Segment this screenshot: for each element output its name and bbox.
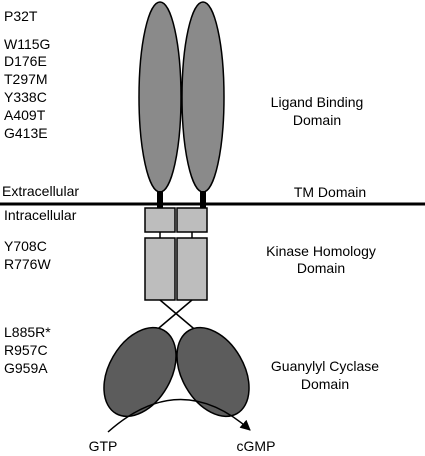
cyclase-domain-label: Guanylyl Cyclase [271,358,379,374]
kinase-upper-block-right [176,207,208,233]
mutation-label: Y708C [4,238,47,254]
mutation-label: G413E [4,125,48,141]
kinase-lower-block-left [144,237,176,301]
mutation-label: G959A [4,360,48,376]
reaction-arrow [107,398,251,433]
mutation-label: A409T [4,107,46,123]
extracellular-label: Extracellular [2,183,79,199]
mutation-label: R776W [4,256,51,272]
mutation-label: W115G [4,36,50,52]
cyclase-domain-right [176,326,250,418]
linker-right-to-left [152,299,193,334]
tm-domain-label: TM Domain [294,184,366,200]
kinase-domain-label: Kinase Homology [266,243,376,259]
kinase-upper-block-left [144,207,176,233]
tm-segment-right [200,191,206,208]
ligand-domain-left [138,1,182,193]
mutation-label: R957C [4,342,48,358]
ligand-domain-label: Ligand Binding [271,94,364,110]
substrate-label: GTP [89,438,118,454]
tm-segment-left [157,191,163,208]
mutation-label: T297M [4,71,48,87]
ligand-domain-right [181,1,225,193]
product-label: cGMP [237,438,276,454]
kinase-lower-block-right [176,237,208,301]
kinase-domain-label: Domain [297,260,345,276]
mutation-label: Y338C [4,89,47,105]
mutation-label: D176E [4,53,47,69]
mutation-label: P32T [4,8,38,24]
mutation-label: L885R* [4,324,51,340]
intracellular-label: Intracellular [4,207,77,223]
cyclase-domain-label: Domain [301,376,349,392]
ligand-domain-label: Domain [293,112,341,128]
cyclase-domain-left [103,326,177,418]
linker-left-to-right [159,299,200,334]
